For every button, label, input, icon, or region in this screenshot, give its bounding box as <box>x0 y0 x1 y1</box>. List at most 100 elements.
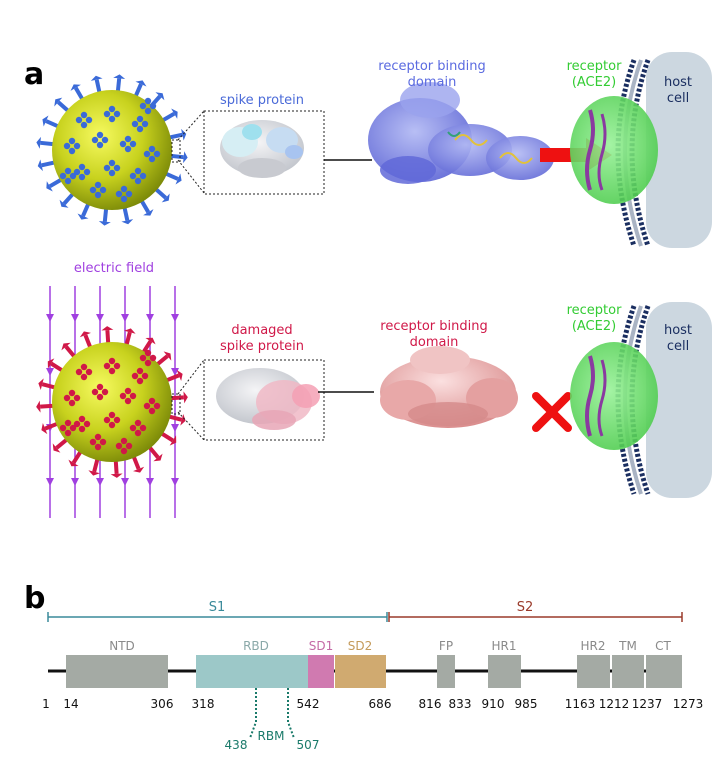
spike-stem <box>113 459 119 474</box>
spike-head <box>110 473 123 478</box>
spike-head <box>143 209 154 216</box>
fp-label: FP <box>439 639 453 653</box>
spike-head <box>47 358 55 369</box>
spike-stem <box>55 437 69 450</box>
surface-protein-lobe <box>75 116 83 124</box>
surface-protein-lobe <box>59 172 67 180</box>
position-label: 1 <box>42 697 50 711</box>
surface-protein-lobe <box>120 195 128 203</box>
surface-protein-lobe <box>96 141 104 149</box>
position-label: 985 <box>515 697 538 711</box>
surface-protein-lobe <box>124 397 132 405</box>
receptor-binding-domain-damaged <box>380 346 518 428</box>
surface-protein-lobe <box>139 424 147 432</box>
surface-protein-lobe <box>96 383 104 391</box>
receptor-label-line1-bottom: receptor <box>567 303 623 318</box>
surface-protein-lobe <box>139 354 147 362</box>
spike-stem <box>94 79 102 94</box>
surface-protein-lobe <box>94 191 102 199</box>
surface-protein-lobe <box>103 110 111 118</box>
position-label: 1163 <box>565 697 596 711</box>
spike-head <box>46 181 53 192</box>
spike-head <box>123 328 136 334</box>
spike-head <box>59 199 69 208</box>
surface-protein-lobe <box>80 373 88 381</box>
spike-head <box>61 342 71 351</box>
healthy-spikes <box>36 74 188 226</box>
surface-protein-lobe <box>144 359 152 367</box>
spike-head <box>183 151 188 164</box>
surface-protein-lobe <box>113 416 121 424</box>
spike-head <box>36 136 41 149</box>
surface-protein-lobe <box>141 120 149 128</box>
spike-head <box>176 369 183 381</box>
hr1-label: HR1 <box>492 639 517 653</box>
rbm-marker <box>249 688 295 739</box>
position-label: 542 <box>297 697 320 711</box>
spike-head <box>41 423 48 435</box>
spike-stem <box>168 132 183 140</box>
position-label: 833 <box>449 697 472 711</box>
spike-stem <box>64 345 77 359</box>
surface-protein-lobe <box>75 368 83 376</box>
spike-stem <box>155 354 169 367</box>
surface-protein-lobe <box>69 424 77 432</box>
spike-head <box>70 84 81 91</box>
surface-protein-lobe <box>129 392 137 400</box>
position-label: 910 <box>482 697 505 711</box>
ace2-receptor-top <box>570 96 658 204</box>
surface-protein-lobe <box>78 425 86 433</box>
no-binding-cross-icon <box>532 392 572 432</box>
spike-head <box>153 453 163 462</box>
surface-protein-lobe <box>119 140 127 148</box>
spike-head <box>145 337 156 345</box>
position-label: 14 <box>63 697 78 711</box>
hr2-domain <box>577 655 610 688</box>
spike-stem <box>169 395 184 401</box>
panel-b-label: b <box>24 581 45 616</box>
surface-protein-lobe <box>115 442 123 450</box>
spike-head <box>42 115 49 127</box>
damaged-surface-proteins <box>59 349 161 455</box>
surface-protein-lobe <box>68 147 76 155</box>
spike-head <box>171 108 178 119</box>
spike-head <box>175 173 182 185</box>
surface-protein-lobe <box>129 140 137 148</box>
surface-protein-lobe <box>73 168 81 176</box>
spike-head <box>135 80 147 87</box>
ace2-receptor-bottom <box>570 342 658 450</box>
spike-stem <box>139 199 151 214</box>
surface-protein-lobe <box>124 145 132 153</box>
surface-protein-lobe <box>91 388 99 396</box>
surface-protein-lobe <box>63 394 71 402</box>
surface-protein-lobe <box>73 420 81 428</box>
surface-protein-lobe <box>85 368 93 376</box>
ntd-label: NTD <box>109 639 135 653</box>
spike-stem <box>165 373 180 383</box>
spike-head <box>113 74 126 79</box>
spike-head <box>121 219 134 225</box>
surface-protein-lobe <box>136 367 144 375</box>
surface-protein-lobe <box>134 419 142 427</box>
surface-protein-lobe <box>94 181 102 189</box>
surface-protein-lobe <box>89 438 97 446</box>
spike-head <box>90 75 103 81</box>
surface-protein-lobe <box>96 393 104 401</box>
virus-surface-proteins <box>59 97 161 203</box>
spike-head <box>68 459 79 467</box>
spike-head <box>180 413 186 426</box>
surface-protein-lobe <box>113 164 121 172</box>
surface-protein-lobe <box>63 142 71 150</box>
surface-protein-lobe <box>103 164 111 172</box>
spike-stem <box>105 330 111 345</box>
damaged-spike-label-line1: damaged <box>231 323 292 338</box>
position-label: 816 <box>419 697 442 711</box>
spike-head <box>98 221 111 226</box>
surface-protein-lobe <box>108 357 116 365</box>
surface-protein-lobe <box>148 155 156 163</box>
hr2-label: HR2 <box>581 639 606 653</box>
residue-positions: 1 14 306 318 542 686 816 833 910 985 116… <box>42 697 703 711</box>
surface-protein-lobe <box>108 367 116 375</box>
surface-protein-lobe <box>94 433 102 441</box>
